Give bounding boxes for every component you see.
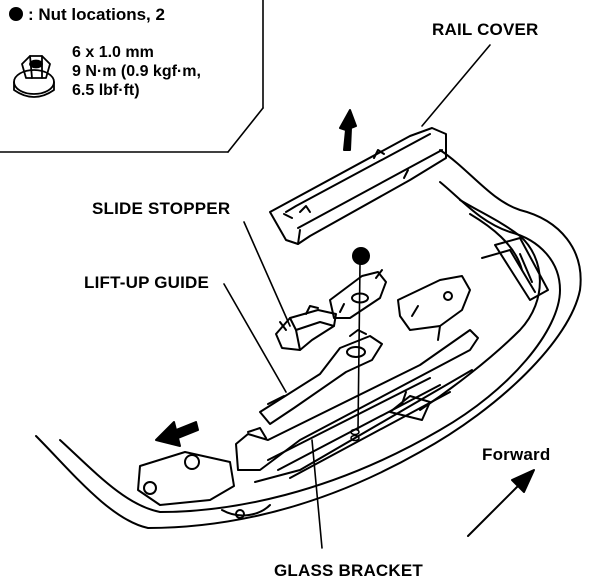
spec-torque-cont: 6.5 lbf·ft) xyxy=(72,82,140,99)
label-rail-cover: RAIL COVER xyxy=(432,20,539,39)
legend-bullet-text: : Nut locations, 2 xyxy=(28,5,165,24)
left-arrow-icon xyxy=(155,421,199,447)
nut-bullet-icon xyxy=(9,7,23,21)
spec-size: 6 x 1.0 mm xyxy=(72,44,154,61)
slide-stopper-bracket xyxy=(329,269,387,319)
forward-arrow-icon xyxy=(467,469,535,537)
label-glass-bracket: GLASS BRACKET xyxy=(274,561,423,580)
label-slide-stopper: SLIDE STOPPER xyxy=(92,199,231,218)
nut-symbol xyxy=(350,428,360,442)
right-bracket xyxy=(397,275,471,341)
roof-panel xyxy=(35,149,582,529)
label-forward: Forward xyxy=(482,445,551,464)
rail-cover-part xyxy=(269,127,447,245)
nut-location-marker xyxy=(352,247,370,265)
leader-lines xyxy=(223,44,491,549)
glass-bracket xyxy=(137,329,479,519)
label-lift-up-guide: LIFT-UP GUIDE xyxy=(84,273,210,292)
legend-box xyxy=(0,0,264,153)
lift-up-guide-part xyxy=(259,329,383,425)
up-arrow-icon xyxy=(339,109,357,151)
spec-torque: 9 N·m (0.9 kgf·m, xyxy=(72,63,201,80)
flange-nut-icon xyxy=(13,55,55,98)
slide-stopper-part xyxy=(275,305,337,351)
